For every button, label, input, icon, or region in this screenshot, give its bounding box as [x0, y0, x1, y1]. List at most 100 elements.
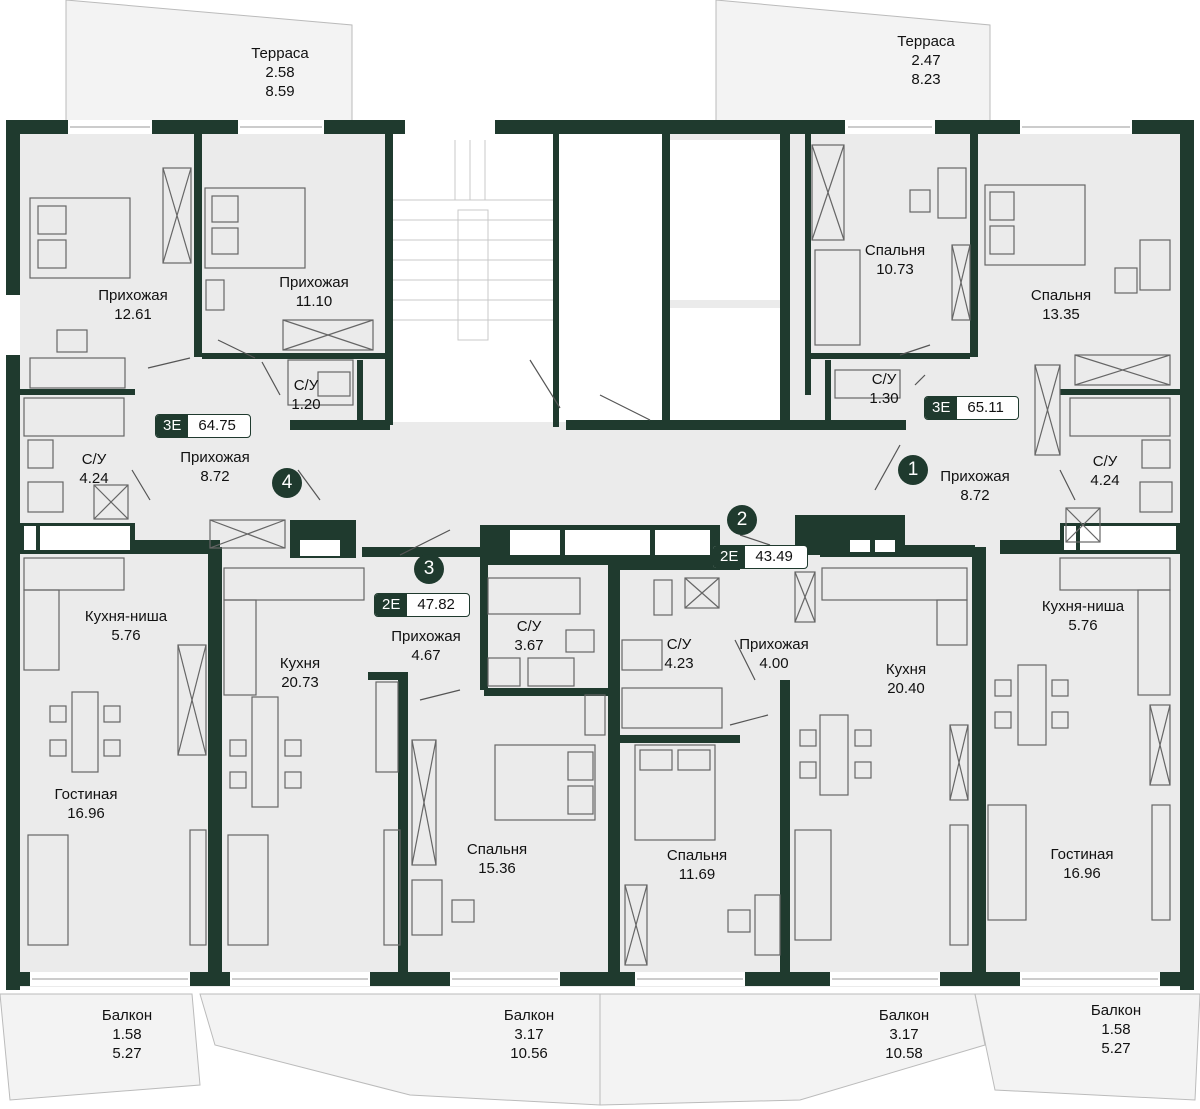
room-area: 10.73 — [876, 261, 914, 278]
terrace-right-area-a: 2.47 — [911, 52, 941, 69]
balcony-area-b: 10.58 — [885, 1045, 923, 1062]
room-area: 20.40 — [887, 680, 925, 697]
apartment-2-marker[interactable]: 2 — [727, 505, 757, 535]
apartment-4-badge[interactable]: 3Е 64.75 — [155, 414, 251, 438]
room-name: С/У — [516, 618, 542, 635]
room-label-kitchen-niche-left: Кухня-ниша 5.76 — [85, 607, 167, 645]
room-name: Гостиная — [54, 786, 118, 803]
balcony-area-a: 3.17 — [514, 1026, 544, 1043]
wall-gaps — [6, 120, 1176, 986]
balcony-4-label: Балкон 1.58 5.27 — [1091, 1001, 1141, 1058]
room-area: 3.67 — [514, 637, 544, 654]
apartment-2-badge[interactable]: 2Е 43.49 — [712, 545, 808, 569]
room-label-wc-424-right: С/У 4.24 — [1090, 452, 1119, 490]
room-area: 16.96 — [67, 805, 105, 822]
terrace-right-area-b: 8.23 — [911, 71, 941, 88]
balcony-area-b: 5.27 — [1101, 1040, 1131, 1057]
apartment-area: 65.11 — [967, 399, 1004, 416]
room-area: 8.72 — [960, 487, 990, 504]
balcony-area-b: 5.27 — [112, 1045, 142, 1062]
apartment-4-marker[interactable]: 4 — [272, 468, 302, 498]
room-area: 20.73 — [281, 674, 319, 691]
room-name: Кухня-ниша — [1041, 598, 1125, 615]
room-name: Прихожая — [739, 636, 809, 653]
terrace-left-label: Терраса 2.58 8.59 — [251, 44, 309, 101]
room-area: 8.72 — [200, 468, 230, 485]
apartment-area: 47.82 — [417, 596, 455, 613]
apartment-type: 3Е — [925, 397, 958, 419]
apartment-1-marker[interactable]: 1 — [898, 455, 928, 485]
room-label-kitchen-niche-right: Кухня-ниша 5.76 — [1042, 597, 1124, 635]
room-area: 4.67 — [411, 647, 441, 664]
balcony-4-shape — [974, 993, 1200, 1101]
room-area: 5.76 — [1068, 617, 1098, 634]
balcony-name: Балкон — [503, 1007, 555, 1024]
balcony-area-b: 10.56 — [510, 1045, 548, 1062]
small-partitions — [20, 353, 1180, 420]
room-area: 4.23 — [664, 655, 694, 672]
room-label-hall-467: Прихожая 4.67 — [391, 627, 461, 665]
room-label-bedroom-1073: Спальня 10.73 — [865, 241, 925, 279]
room-label-hall-400: Прихожая 4.00 — [739, 635, 809, 673]
balcony-area-a: 1.58 — [1101, 1021, 1131, 1038]
room-label-hall-872-left: Прихожая 8.72 — [180, 448, 250, 486]
apartment-type: 3Е — [156, 415, 189, 437]
room-name: С/У — [293, 377, 319, 394]
room-name: Спальня — [666, 847, 728, 864]
balcony-1-shape — [0, 993, 201, 1101]
room-label-wc-367: С/У 3.67 — [514, 617, 543, 655]
terrace-right-name: Терраса — [897, 33, 955, 50]
balcony-area-a: 1.58 — [112, 1026, 142, 1043]
apartment-1-badge[interactable]: 3Е 65.11 — [924, 396, 1019, 420]
room-area: 15.36 — [478, 860, 516, 877]
room-area: 4.24 — [79, 470, 109, 487]
apartment-3-badge[interactable]: 2Е 47.82 — [374, 593, 470, 617]
terrace-right-label: Терраса 2.47 8.23 — [897, 32, 955, 89]
terrace-left-name: Терраса — [251, 45, 309, 62]
room-name: Кухня — [279, 655, 321, 672]
room-area: 4.00 — [759, 655, 789, 672]
room-label-living-left: Гостиная 16.96 — [55, 785, 118, 823]
room-name: С/У — [1092, 453, 1118, 470]
terrace-left-area-b: 8.59 — [265, 83, 295, 100]
room-area: 13.35 — [1042, 306, 1080, 323]
room-name: Спальня — [466, 841, 528, 858]
balcony-3-label: Балкон 3.17 10.58 — [879, 1006, 929, 1063]
room-label-bedroom-1536: Спальня 15.36 — [467, 840, 527, 878]
room-area: 4.24 — [1090, 472, 1120, 489]
room-label-hall-872-right: Прихожая 8.72 — [940, 467, 1010, 505]
stair-core — [392, 132, 780, 422]
room-label-wc-120: С/У 1.20 — [291, 376, 320, 414]
room-name: Кухня-ниша — [84, 608, 168, 625]
room-label-bedroom-1335: Спальня 13.35 — [1031, 286, 1091, 324]
furniture — [23, 144, 1173, 966]
room-name: Прихожая — [279, 274, 349, 291]
apartment-type: 2Е — [375, 594, 408, 616]
terrace-left-area-a: 2.58 — [265, 64, 295, 81]
room-area: 1.20 — [291, 396, 321, 413]
room-name: Прихожая — [391, 628, 461, 645]
balcony-name: Балкон — [1090, 1002, 1142, 1019]
balcony-name: Балкон — [878, 1007, 930, 1024]
balcony-area-a: 3.17 — [889, 1026, 919, 1043]
windows — [32, 126, 1158, 980]
room-area: 5.76 — [111, 627, 141, 644]
balcony-2-shape — [199, 993, 601, 1106]
room-name: Прихожая — [940, 468, 1010, 485]
balcony-3-shape — [599, 993, 986, 1106]
room-area: 16.96 — [1063, 865, 1101, 882]
room-name: Спальня — [1030, 287, 1092, 304]
room-name: Спальня — [864, 242, 926, 259]
room-name: С/У — [871, 371, 897, 388]
apartment-3-marker[interactable]: 3 — [414, 554, 444, 584]
balcony-name: Балкон — [101, 1007, 153, 1024]
room-name: Прихожая — [98, 287, 168, 304]
room-name: Прихожая — [180, 449, 250, 466]
apartment-area: 43.49 — [755, 548, 793, 565]
